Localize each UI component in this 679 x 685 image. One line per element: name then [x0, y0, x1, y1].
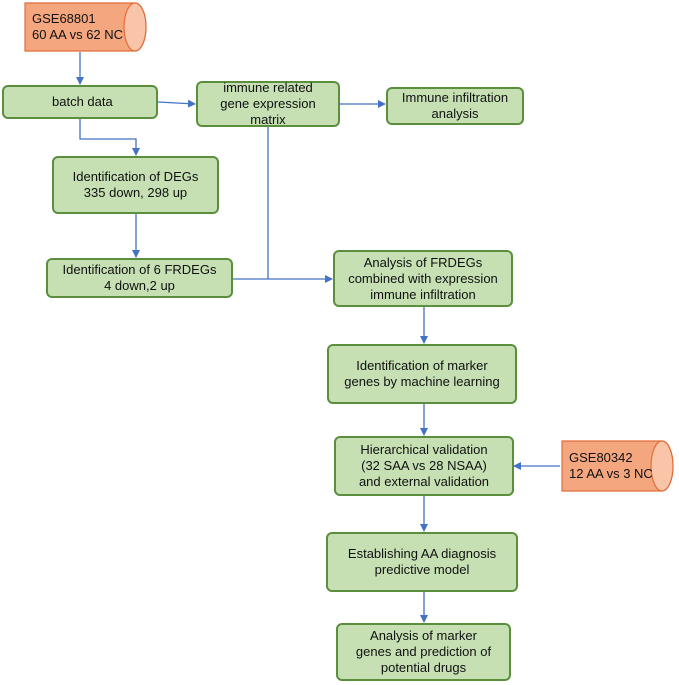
immune-matrix-line1: immune related	[223, 80, 313, 95]
drugs-line3: potential drugs	[380, 660, 467, 675]
drugs-line2: genes and prediction of	[355, 644, 492, 659]
drugs-line1: Analysis of marker	[370, 628, 477, 643]
model-box: Establishing AA diagnosis predictive mod…	[326, 532, 518, 592]
analysis-frdegs-line1: Analysis of FRDEGs	[363, 254, 483, 270]
analysis-frdegs-line3: immune infiltration	[370, 286, 476, 302]
degs-line1: Identification of DEGs	[72, 169, 199, 184]
analysis-frdegs-box: Analysis of FRDEGs combined with express…	[333, 250, 513, 307]
model-line1: Establishing AA diagnosis	[347, 546, 497, 561]
gse68801-source: GSE68801 60 AA vs 62 NC	[24, 2, 147, 52]
gse80342-label: GSE80342	[569, 450, 633, 465]
immune-matrix-box: immune related gene expression matrix	[196, 80, 340, 127]
validation-line3: and external validation	[358, 474, 490, 489]
immune-infiltration-line1: Immune infiltration	[401, 90, 509, 105]
degs-box: Identification of DEGs 335 down, 298 up	[52, 156, 219, 214]
marker-genes-box: Identification of marker genes by machin…	[327, 344, 517, 404]
gse80342-samples: 12 AA vs 3 NC	[569, 466, 653, 481]
arrow-batch-to-immune-matrix	[157, 99, 196, 108]
marker-genes-line2: genes by machine learning	[344, 374, 500, 389]
model-line2: predictive model	[374, 562, 470, 577]
frdegs-line2: 4 down,2 up	[104, 278, 175, 293]
immune-infiltration-box: Immune infiltration analysis	[386, 87, 524, 125]
gse80342-source: GSE80342 12 AA vs 3 NC	[561, 440, 674, 492]
arrow-batch-to-degs	[79, 119, 140, 156]
database-cylinder-icon	[24, 2, 147, 52]
drugs-box: Analysis of marker genes and prediction …	[336, 623, 511, 681]
immune-infiltration-line2: analysis	[431, 106, 479, 121]
database-cylinder-icon	[561, 440, 674, 492]
degs-line2: 335 down, 298 up	[83, 185, 188, 200]
gse68801-samples: 60 AA vs 62 NC	[32, 27, 124, 42]
marker-genes-line1: Identification of marker	[356, 358, 488, 373]
frdegs-line1: Identification of 6 FRDEGs	[62, 262, 217, 277]
immune-matrix-line3: matrix	[250, 112, 286, 127]
frdegs-box: Identification of 6 FRDEGs 4 down,2 up	[46, 258, 233, 298]
batch-data-label: batch data	[52, 94, 113, 109]
validation-line2: (32 SAA vs 28 NSAA)	[361, 458, 487, 473]
gse68801-label: GSE68801	[32, 11, 96, 26]
immune-matrix-line2: gene expression	[220, 96, 316, 111]
analysis-frdegs-line2: combined with expression	[348, 270, 498, 286]
batch-data-box: batch data	[2, 85, 158, 119]
validation-line1: Hierarchical validation	[360, 442, 488, 457]
validation-box: Hierarchical validation (32 SAA vs 28 NS…	[334, 436, 514, 496]
